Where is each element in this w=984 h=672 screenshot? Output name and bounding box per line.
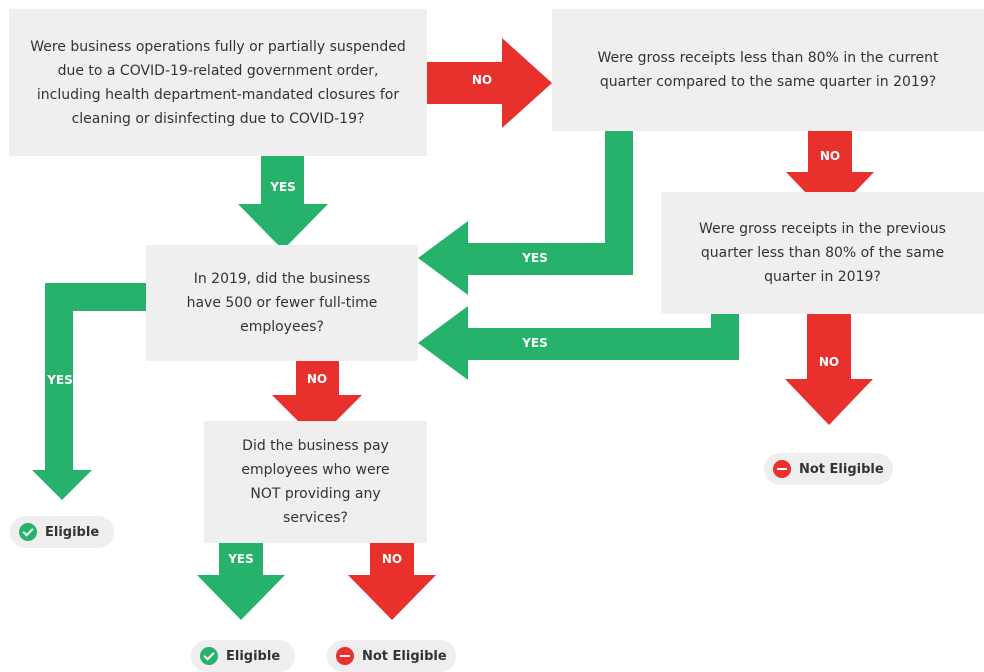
question-box-previous-quarter-receipts: Were gross receipts in the previous quar… [661, 192, 984, 314]
outcome-not-eligible-q3: Not Eligible [764, 453, 893, 485]
label-q1-yes: YES [270, 180, 296, 194]
minus-circle-icon [773, 460, 791, 478]
arrow-q2-no [786, 131, 874, 218]
arrow-q3-yes [418, 306, 739, 380]
arrow-q5-no [348, 542, 436, 620]
label-q5-no: NO [381, 552, 403, 566]
label-q4-no: NO [306, 372, 328, 386]
label-q4-yes: YES [47, 373, 73, 387]
label-q1-no: NO [471, 73, 493, 87]
arrow-q3-no [785, 314, 873, 425]
question-box-operations-suspended: Were business operations fully or partia… [9, 9, 427, 156]
arrow-q2-yes [418, 130, 633, 295]
check-circle-icon [200, 647, 218, 665]
question-box-employee-count: In 2019, did the business have 500 or fe… [146, 245, 418, 361]
minus-circle-icon [336, 647, 354, 665]
outcome-text: Not Eligible [799, 461, 884, 477]
arrow-q4-yes [32, 283, 146, 500]
arrow-q1-yes [238, 155, 328, 250]
label-q2-no: NO [819, 149, 841, 163]
outcome-not-eligible-q5: Not Eligible [327, 640, 456, 672]
question-text-employee-count: In 2019, did the business have 500 or fe… [186, 271, 378, 335]
arrow-q5-yes [197, 542, 285, 620]
question-box-paid-non-working-employees: Did the business pay employees who were … [204, 421, 427, 543]
outcome-text: Eligible [45, 524, 100, 540]
label-q5-yes: YES [228, 552, 254, 566]
outcome-text: Eligible [226, 648, 281, 664]
question-text-previous-quarter-receipts: Were gross receipts in the previous quar… [699, 221, 946, 285]
question-box-current-quarter-receipts: Were gross receipts less than 80% in the… [552, 9, 984, 131]
outcome-eligible-q5: Eligible [191, 640, 295, 672]
arrow-q1-no [427, 38, 552, 128]
question-text-paid-non-working-employees: Did the business pay employees who were … [241, 438, 390, 526]
question-text-operations-suspended: Were business operations fully or partia… [30, 38, 406, 127]
outcome-eligible-q4: Eligible [10, 516, 114, 548]
label-q2-yes: YES [522, 251, 548, 265]
label-q3-yes: YES [522, 336, 548, 350]
check-circle-icon [19, 523, 37, 541]
outcome-text: Not Eligible [362, 648, 447, 664]
question-text-current-quarter-receipts: Were gross receipts less than 80% in the… [597, 50, 939, 90]
label-q3-no: NO [818, 355, 840, 369]
arrow-q4-no [272, 360, 362, 440]
